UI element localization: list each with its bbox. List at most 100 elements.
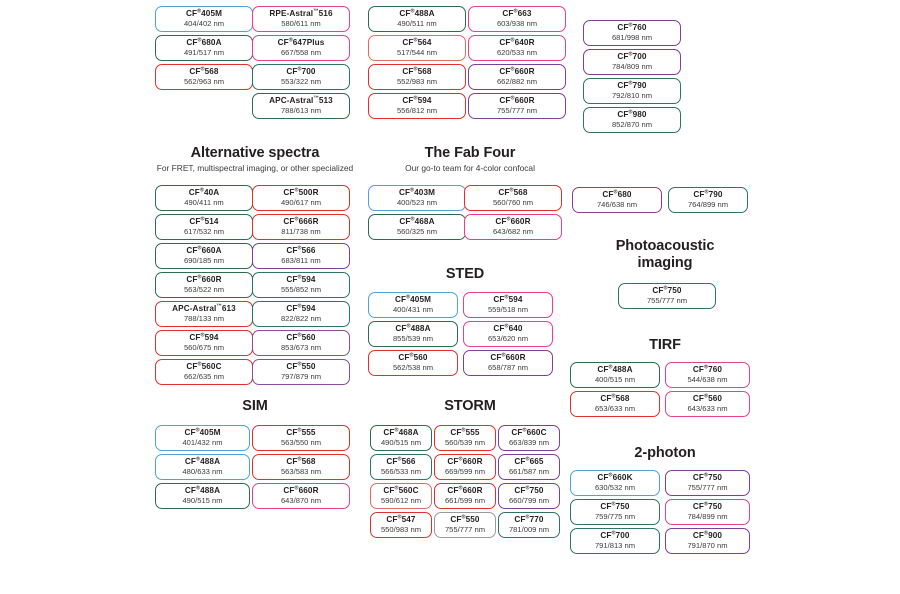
- dye-name: APC-Astral™613: [172, 302, 236, 313]
- dye-name: CF®468A: [383, 426, 419, 437]
- dye-name: CF®640R: [499, 36, 535, 47]
- section-title-photoacoustic-imaging: Photoacoustic imaging: [615, 238, 715, 272]
- dye-name: CF®560C: [186, 360, 222, 371]
- dye-name: CF®663: [502, 7, 532, 18]
- dye-name: CF®660R: [490, 351, 526, 362]
- dye-spectra: 681/998 nm: [611, 33, 653, 43]
- dye-name: CF®560: [398, 351, 428, 362]
- dye-name: CF®488A: [395, 322, 431, 333]
- dye-spectra: 491/517 nm: [183, 48, 225, 58]
- dye-name: CF®660K: [597, 471, 633, 482]
- dye-spectra: 755/777 nm: [646, 296, 688, 306]
- dye-spectra: 853/673 nm: [280, 343, 322, 353]
- dye-spectra: 560/325 nm: [396, 227, 438, 237]
- dye-spectra: 852/870 nm: [611, 120, 653, 130]
- dye-spectra: 556/812 nm: [396, 106, 438, 116]
- dye-spectra: 653/620 nm: [487, 334, 529, 344]
- dye-spectra: 560/760 nm: [492, 198, 534, 208]
- dye-spectra: 663/839 nm: [508, 438, 550, 448]
- dye-name: CF®900: [692, 529, 723, 540]
- dye-name: CF®660A: [186, 244, 222, 255]
- dye-spectra: 746/638 nm: [596, 200, 638, 210]
- dye-spectra: 643/682 nm: [492, 227, 534, 237]
- dye-spectra: 643/870 nm: [280, 496, 322, 506]
- dye-spectra: 400/523 nm: [396, 198, 438, 208]
